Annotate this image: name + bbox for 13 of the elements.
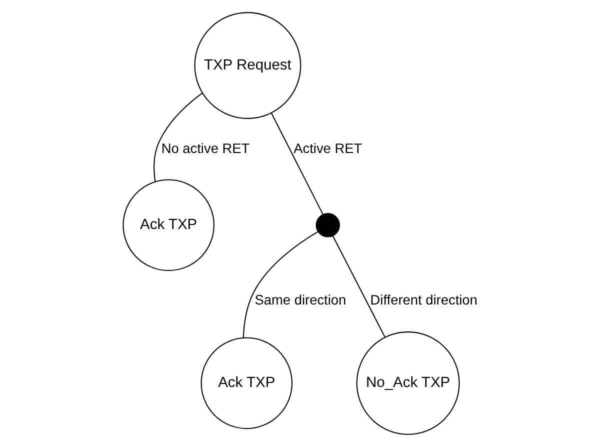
connector [271,113,324,215]
connector [154,92,203,182]
edge-label: No active RET [161,140,250,156]
connector [332,236,386,338]
node-circle [316,213,340,238]
connector [242,231,318,338]
edge-label: Same direction [254,292,346,308]
node-circle: Ack TXP [122,179,214,272]
node-circle: Ack TXP [200,337,293,430]
node-circle: TXP Request [194,12,302,119]
edge-label: Different direction [370,292,478,308]
edge-label: Active RET [294,140,362,156]
node-circle: No_Ack TXP [356,331,460,435]
